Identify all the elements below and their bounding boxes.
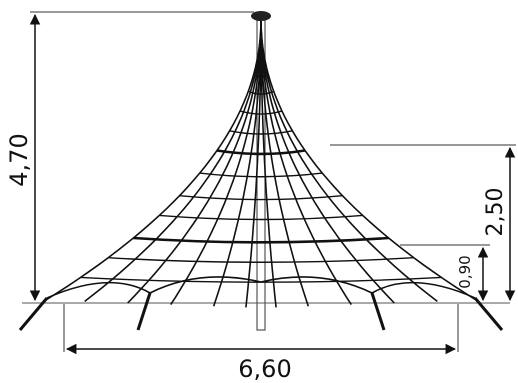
lower-ring-label: 0,90: [456, 255, 474, 288]
width-label: 6,60: [238, 355, 291, 383]
radial-rope: [260, 17, 477, 301]
anchor-stake: [18, 297, 49, 331]
net-ring: [159, 214, 363, 221]
net-ring: [179, 195, 343, 201]
upper-ring-label: 2,50: [483, 188, 508, 237]
net-ring: [248, 90, 274, 95]
radial-rope: [84, 17, 262, 303]
lower-ring-dimension: 0,90: [400, 244, 490, 302]
upper-ring-dimension: 2,50: [330, 144, 516, 302]
radial-rope: [212, 18, 262, 307]
anchor-stake: [473, 297, 504, 331]
radial-rope: [260, 18, 310, 307]
height-label: 4,70: [5, 133, 33, 186]
top-cap: [251, 11, 271, 21]
radial-rope: [170, 18, 262, 306]
net-ring: [199, 172, 323, 178]
net-ring: [256, 57, 266, 61]
radial-rope: [45, 17, 262, 301]
net-ring: [253, 73, 269, 78]
net-ring: [108, 257, 414, 263]
ground-anchors: [18, 292, 504, 331]
reinforced-ring: [216, 149, 306, 156]
radial-rope: [260, 18, 352, 306]
radial-rope: [127, 17, 262, 304]
radial-rope: [260, 17, 438, 303]
net-ring: [229, 130, 293, 135]
height-dimension: 4,70: [5, 11, 254, 302]
radial-rope: [260, 17, 395, 304]
rope-net: [45, 17, 477, 308]
width-dimension: 6,60: [63, 304, 459, 383]
net-bottom-edge: [46, 276, 476, 299]
reinforced-ring: [133, 236, 389, 244]
anchor-stake: [370, 292, 386, 331]
anchor-stake: [136, 292, 152, 331]
net-ring: [239, 110, 283, 115]
